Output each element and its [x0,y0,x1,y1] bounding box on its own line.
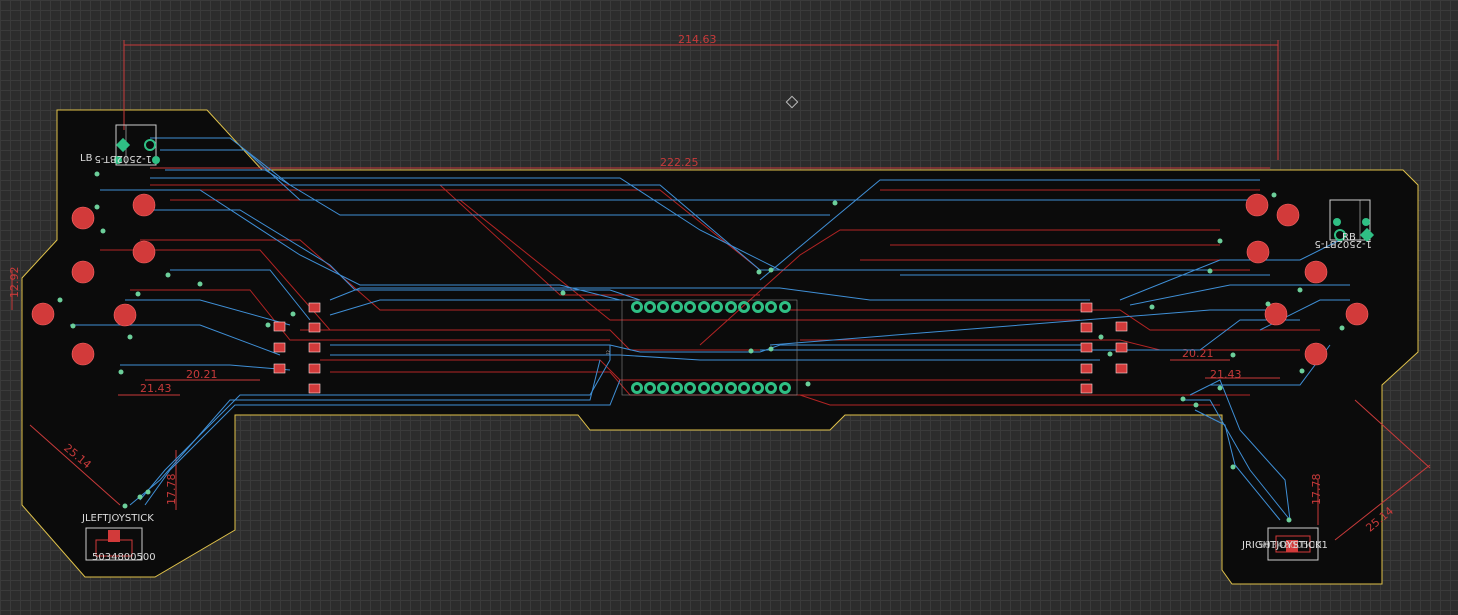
dim-overall-width: 214.63 [678,33,717,46]
connector-lb-part: 1-2502BT-5 [95,153,152,164]
bottom-layer-traces [70,137,1350,521]
right-joystick-connector[interactable]: JRIGHTJOYSTICK1 5034800500 [1241,527,1328,561]
connector-rb[interactable]: RB 1-2502BT-5 [1315,199,1375,249]
dim-right-vert: 17.78 [1310,474,1323,506]
dimension-lines [11,40,1431,541]
dim-left-height: 12.92 [8,267,21,299]
connector-rb-label: RB [1342,232,1356,243]
header-j2-label: J2 [606,350,611,355]
dim-inner-width: 222.25 [660,156,699,169]
board-outline [21,109,1419,585]
left-joystick-label: JLEFTJOYSTICK [81,513,154,524]
right-joystick-label: JRIGHTJOYSTICK1 [1241,540,1328,551]
right-buttons[interactable] [1245,193,1369,366]
dim-right-spacing-a: 20.21 [1182,347,1214,360]
connector-rb-part: 1-2502BT-5 [1315,238,1372,249]
header-j2[interactable]: J2 [606,299,798,396]
left-joystick-connector[interactable]: JLEFTJOYSTICK 5034800500 [81,513,156,563]
vias [57,171,1345,523]
left-resistor-pads[interactable] [273,302,321,394]
dim-left-spacing-a: 21.43 [140,382,172,395]
connector-lb-label: LB [80,153,93,164]
dim-left-spacing-b: 20.21 [186,368,218,381]
left-joystick-part: 5034800500 [92,552,156,563]
dim-right-spacing-b: 21.43 [1210,368,1242,381]
right-resistor-pads[interactable] [1080,302,1128,394]
dim-left-vert: 17.78 [165,474,178,506]
origin-marker-icon[interactable] [785,95,799,109]
right-joystick-part: 5034800500 [1258,540,1322,551]
left-buttons[interactable] [31,193,156,366]
